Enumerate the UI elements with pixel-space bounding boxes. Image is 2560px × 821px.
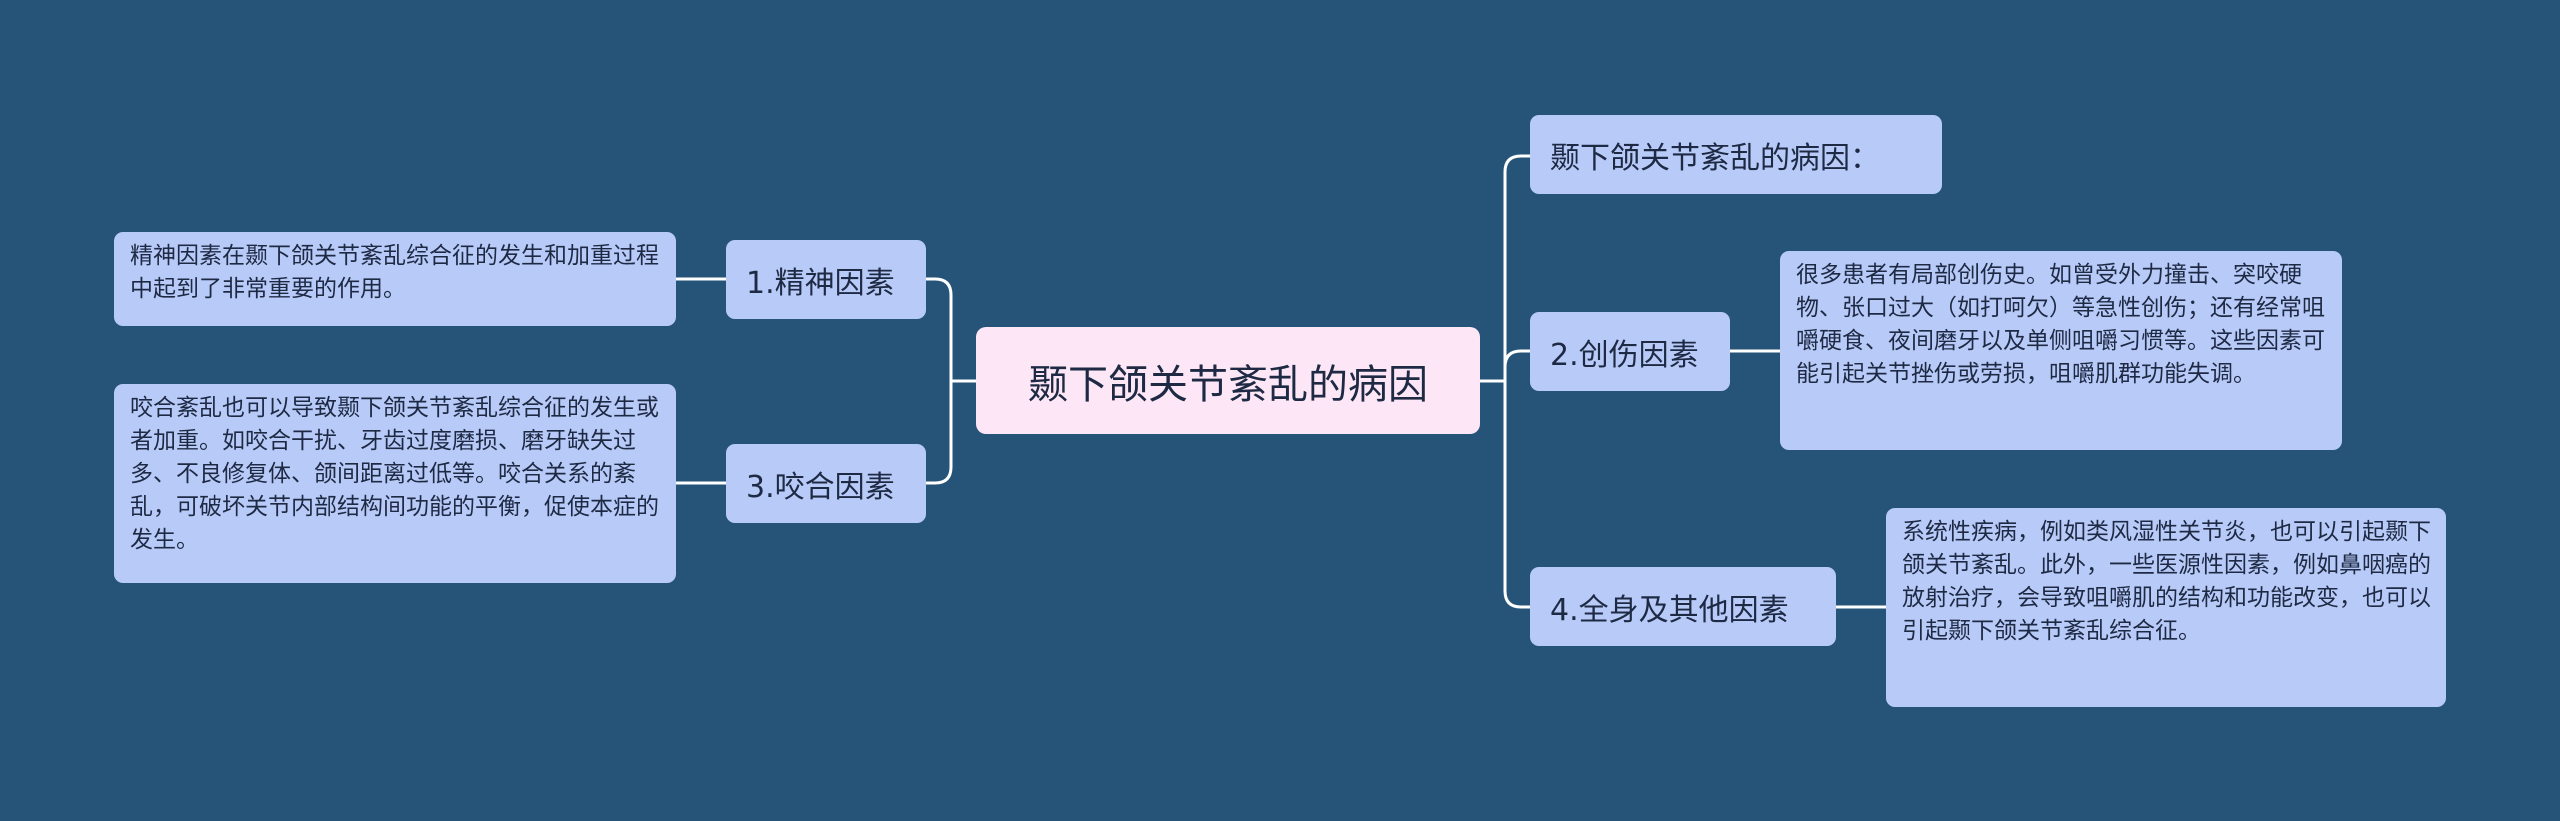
branch-mental[interactable]: 1.精神因素	[726, 240, 926, 319]
root-topic-label: 颞下颌关节紊乱的病因	[1028, 361, 1428, 408]
branch-cause-header-label: 颞下颌关节紊乱的病因：	[1550, 140, 1880, 176]
leaf-occlusion-detail[interactable]: 咬合紊乱也可以导致颞下颌关节紊乱综合征的发生或者加重。如咬合干扰、牙齿过度磨损、…	[114, 384, 676, 583]
leaf-trauma-detail[interactable]: 很多患者有局部创伤史。如曾受外力撞击、突咬硬物、张口过大（如打呵欠）等急性创伤；…	[1780, 251, 2342, 450]
connector-root-to-cause-header	[1478, 154, 1532, 383]
leaf-mental-detail-text: 精神因素在颞下颌关节紊乱综合征的发生和加重过程中起到了非常重要的作用。	[130, 243, 659, 302]
leaf-trauma-detail-text: 很多患者有局部创伤史。如曾受外力撞击、突咬硬物、张口过大（如打呵欠）等急性创伤；…	[1796, 262, 2325, 387]
branch-mental-label: 1.精神因素	[746, 265, 895, 301]
branch-systemic-label: 4.全身及其他因素	[1550, 592, 1789, 628]
connector-root-to-mental	[924, 277, 978, 383]
connector-root-to-occlusion	[924, 379, 978, 485]
connector-root-to-systemic	[1478, 379, 1532, 609]
leaf-systemic-detail[interactable]: 系统性疾病，例如类风湿性关节炎，也可以引起颞下颌关节紊乱。此外，一些医源性因素，…	[1886, 508, 2446, 707]
leaf-systemic-detail-text: 系统性疾病，例如类风湿性关节炎，也可以引起颞下颌关节紊乱。此外，一些医源性因素，…	[1902, 519, 2431, 644]
branch-occlusion-label: 3.咬合因素	[746, 469, 895, 505]
branch-trauma-label: 2.创伤因素	[1550, 337, 1699, 373]
leaf-mental-detail[interactable]: 精神因素在颞下颌关节紊乱综合征的发生和加重过程中起到了非常重要的作用。	[114, 232, 676, 326]
branch-trauma[interactable]: 2.创伤因素	[1530, 312, 1730, 391]
leaf-occlusion-detail-text: 咬合紊乱也可以导致颞下颌关节紊乱综合征的发生或者加重。如咬合干扰、牙齿过度磨损、…	[130, 395, 659, 553]
connector-root-to-trauma	[1478, 349, 1532, 383]
branch-systemic[interactable]: 4.全身及其他因素	[1530, 567, 1836, 646]
branch-cause-header[interactable]: 颞下颌关节紊乱的病因：	[1530, 115, 1942, 194]
branch-occlusion[interactable]: 3.咬合因素	[726, 444, 926, 523]
root-topic[interactable]: 颞下颌关节紊乱的病因	[976, 327, 1480, 434]
